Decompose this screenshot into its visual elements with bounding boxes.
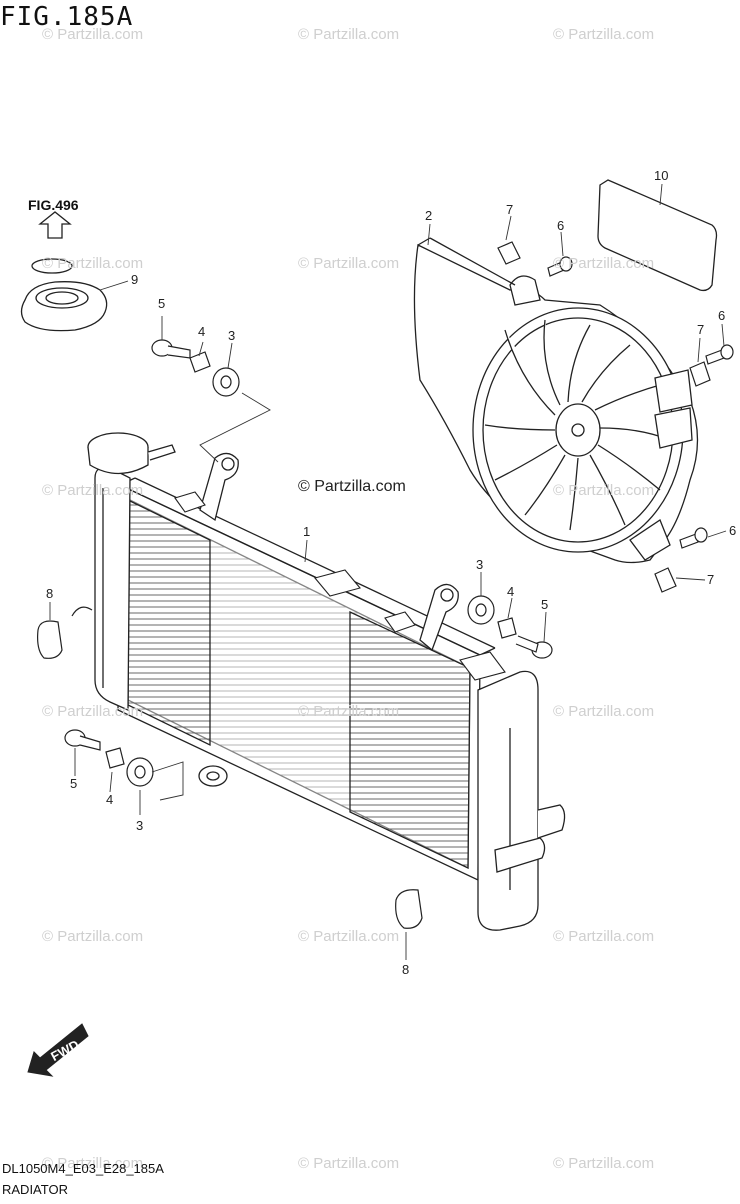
radiator-lower-bracket [198, 765, 228, 787]
callout-part-3: 3 [228, 328, 236, 343]
callout-part-6: 6 [557, 218, 565, 233]
drawing-code: DL1050M4_E03_E28_185A [2, 1161, 164, 1176]
watermark: © Partzilla.com [553, 482, 655, 499]
watermark: © Partzilla.com [298, 255, 400, 272]
clip-7-side [689, 361, 711, 387]
callout-part-5: 5 [158, 296, 166, 311]
callout-part-5: 5 [541, 597, 549, 612]
callout-part-3: 3 [136, 818, 144, 833]
watermark: © Partzilla.com [553, 26, 655, 43]
watermark: © Partzilla.com [553, 703, 655, 720]
watermark: © Partzilla.com [553, 255, 655, 272]
label-plate [597, 179, 718, 292]
watermark: © Partzilla.com [42, 1155, 144, 1172]
watermark: © Partzilla.com [553, 928, 655, 945]
radiator-top-tabs [174, 491, 506, 681]
callout-part-1: 1 [303, 524, 311, 539]
callout-part-10: 10 [654, 168, 669, 183]
callout-part-6: 6 [718, 308, 726, 323]
radiator-upper-bracket-left [199, 452, 239, 522]
watermark: © Partzilla.com [298, 703, 400, 720]
cooling-fan-assembly [413, 237, 699, 564]
callout-part-6: 6 [729, 523, 737, 538]
callout-part-4: 4 [507, 584, 515, 599]
clip-7-top [497, 241, 521, 265]
callout-part-4: 4 [106, 792, 114, 807]
bolt-5-lower-left [64, 729, 101, 751]
clip-7-bottom [654, 567, 677, 593]
callout-part-7: 7 [506, 202, 514, 217]
pad-8-left [37, 606, 93, 659]
callout-part-7: 7 [707, 572, 715, 587]
pad-8-bottom [395, 889, 423, 929]
figure-title: FIG.185A [0, 2, 134, 32]
bolt-5-right [515, 635, 553, 659]
bolt-5-upper-left [151, 339, 191, 359]
bolt-6-top [547, 256, 573, 277]
watermark: © Partzilla.com [42, 482, 144, 499]
collar-4-upper-left [189, 351, 211, 373]
diagram-caption: RADIATOR [2, 1182, 68, 1197]
grommet-3-right [467, 595, 495, 625]
watermark: © Partzilla.com [42, 928, 144, 945]
figure-reference: FIG.496 [28, 197, 79, 213]
watermark: © Partzilla.com [42, 26, 144, 43]
watermark: © Partzilla.com [298, 928, 400, 945]
collar-4-right [497, 617, 517, 639]
grommet-3-lower-left [126, 757, 154, 787]
radiator-left-tank [94, 466, 131, 711]
watermark: © Partzilla.com [298, 26, 400, 43]
watermark: © Partzilla.com [42, 255, 144, 272]
watermark: © Partzilla.com [42, 703, 144, 720]
forward-direction-arrow [27, 1023, 89, 1077]
callout-part-2: 2 [425, 208, 433, 223]
watermark-center: © Partzilla.com [298, 478, 406, 495]
grommet-3-upper-left [212, 367, 240, 397]
bolt-6-side [705, 344, 734, 365]
watermark: © Partzilla.com [553, 1155, 655, 1172]
callout-part-4: 4 [198, 324, 206, 339]
reservoir-cap [20, 211, 108, 332]
callout-part-8: 8 [402, 962, 410, 977]
bolt-6-bottom [679, 527, 708, 549]
radiator-filler-cap [87, 432, 176, 475]
callout-part-3: 3 [476, 557, 484, 572]
callout-part-8: 8 [46, 586, 54, 601]
callout-part-5: 5 [70, 776, 78, 791]
radiator-upper-bracket-right [419, 583, 459, 652]
radiator-right-tank [477, 670, 566, 931]
watermark: © Partzilla.com [298, 1155, 400, 1172]
callout-part-9: 9 [131, 272, 139, 287]
callout-part-7: 7 [697, 322, 705, 337]
leader-lines [49, 183, 727, 960]
collar-4-lower-left [105, 747, 125, 769]
